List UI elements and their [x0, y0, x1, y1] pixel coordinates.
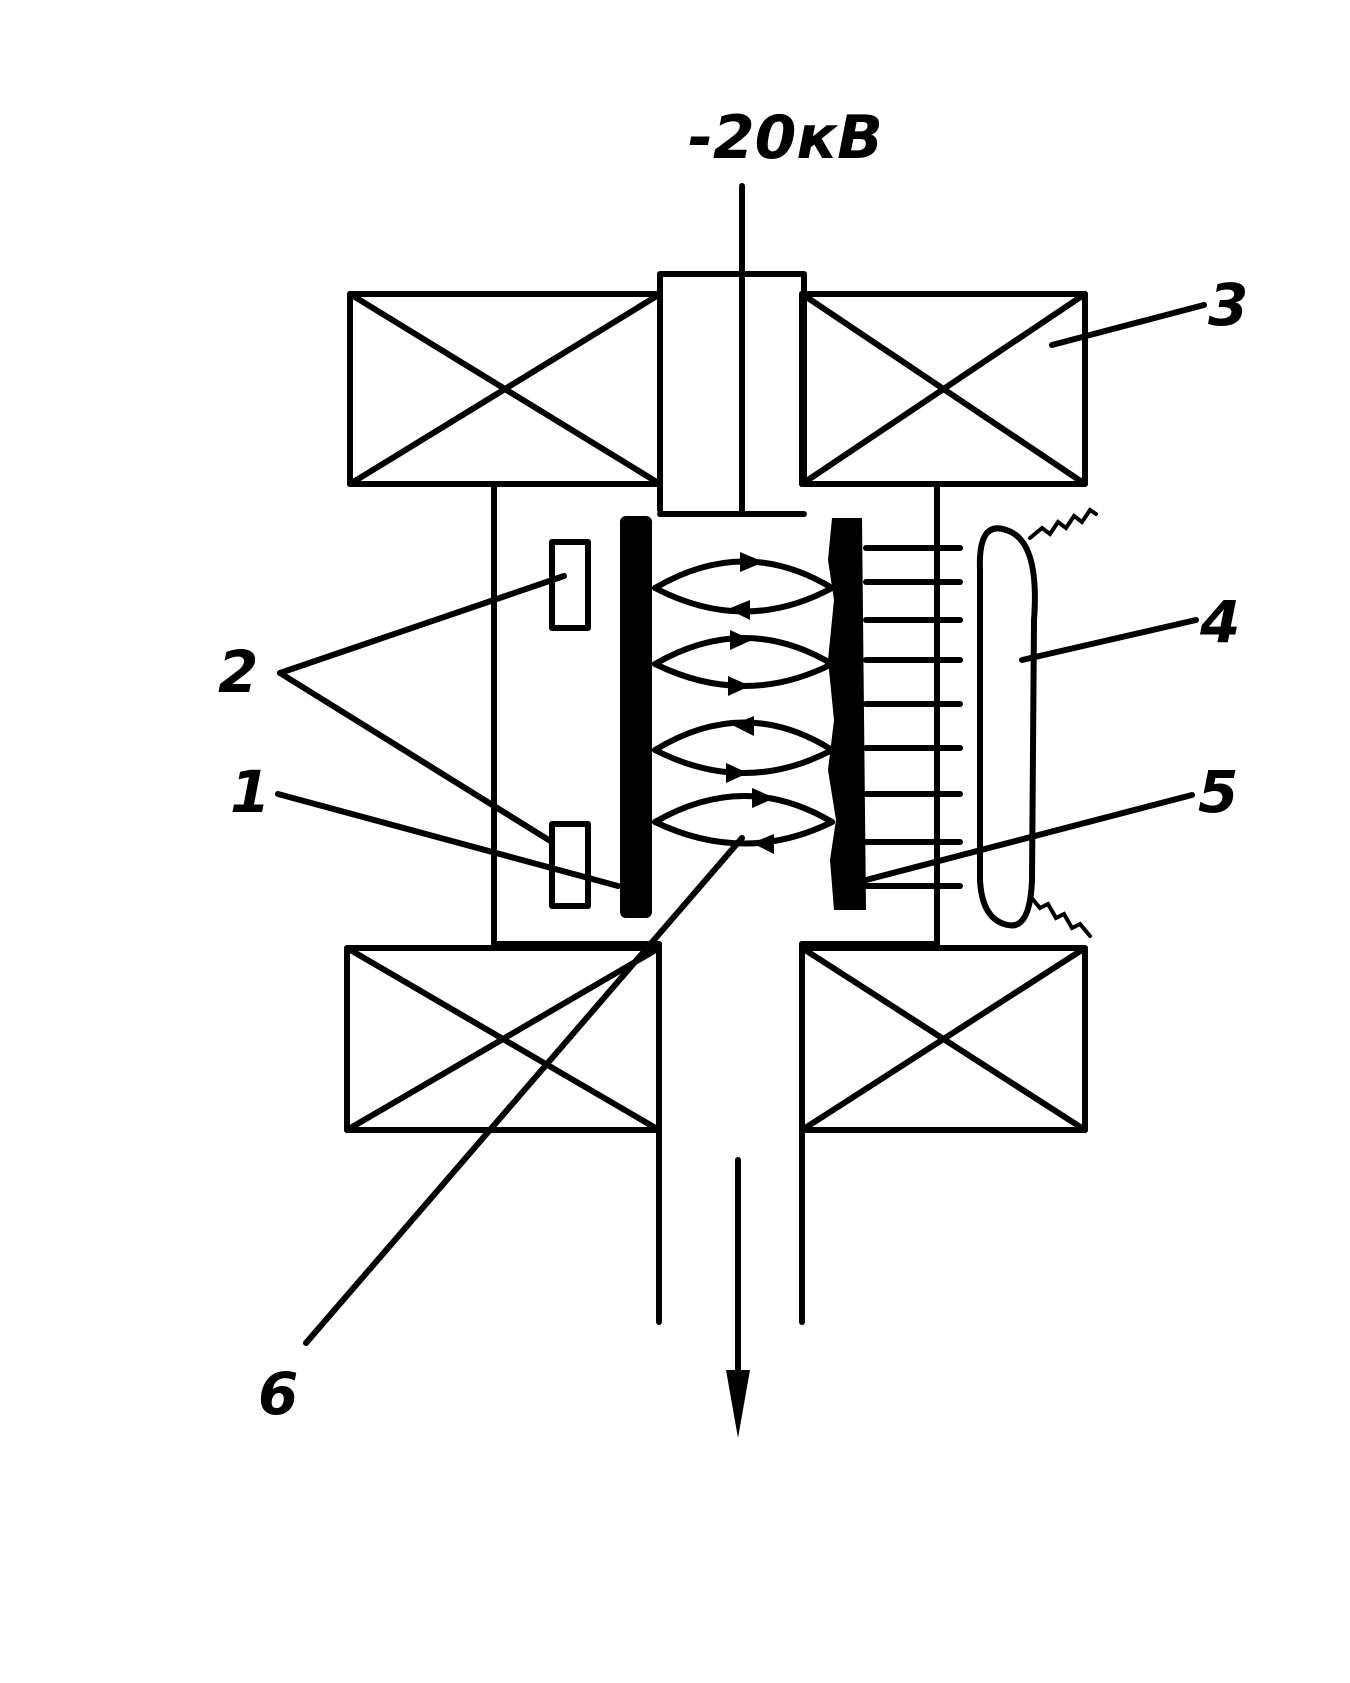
- label-5: 5: [1198, 758, 1238, 826]
- loop-lead-bottom: [1028, 894, 1092, 938]
- label-6: 6: [258, 1360, 298, 1428]
- left-electrode: [620, 516, 652, 918]
- grid-pins: [863, 545, 963, 889]
- coil-top-right: [799, 291, 1088, 487]
- leader-lines: [275, 302, 1207, 1346]
- target-lower: [549, 821, 591, 909]
- field-lines: [652, 552, 835, 854]
- coil-top-left: [347, 291, 663, 487]
- label-4: 4: [1199, 588, 1240, 656]
- coil-bottom-right: [799, 945, 1088, 1133]
- right-electrode: [828, 518, 866, 910]
- heater-loop: [976, 525, 1038, 929]
- label-3: 3: [1208, 271, 1248, 339]
- target-upper: [549, 539, 591, 631]
- label-1: 1: [230, 758, 270, 826]
- chamber-outline: [491, 271, 940, 1325]
- label-2: 2: [218, 638, 258, 706]
- voltage-label: -20кВ: [688, 103, 883, 173]
- loop-lead-top: [1028, 507, 1098, 540]
- output-arrow: [726, 1157, 750, 1438]
- coil-bottom-left: [344, 945, 662, 1133]
